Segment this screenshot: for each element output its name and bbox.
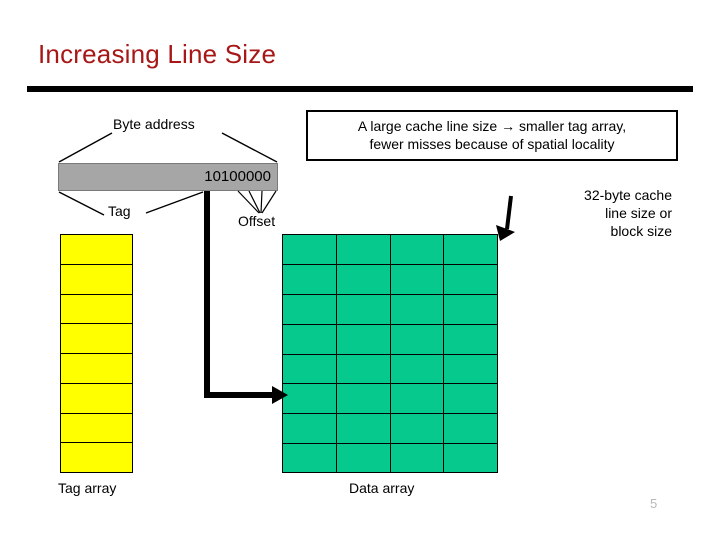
data-array-cell [282,323,336,354]
data-array-cell [335,413,390,444]
line-size-arrow-shaft-upper [505,195,513,230]
data-array-row [282,353,498,384]
tag-array-cell [60,293,133,324]
tag-array-cell [60,442,133,473]
data-array-row [282,413,498,444]
data-array-cell [443,353,498,384]
data-array-cell [282,353,336,384]
data-array-cell [282,234,336,264]
byte-address-leader-left [58,132,113,163]
tag-field-label: Tag [108,203,131,219]
data-array-cell [389,293,444,324]
data-array-cell [335,383,390,414]
tag-array-cell [60,323,133,353]
data-array-row [282,293,498,324]
data-array-cell [335,293,390,324]
data-array-cell [443,293,498,324]
byte-address-leader-right [221,132,278,163]
page-number: 5 [650,496,658,511]
data-array-cell [282,293,336,324]
address-bits-value: 10100000 [204,168,271,185]
data-array-cell [443,234,498,264]
tag-array-cell [60,412,133,443]
data-array-cell [389,353,444,384]
offset-leader-1 [237,190,260,214]
callout-box: A large cache line size → smaller tag ar… [306,110,678,161]
line-size-arrow-stub [506,196,508,228]
tag-array-label: Tag array [58,480,117,496]
data-array-cell [443,443,498,473]
data-array-row [282,263,498,294]
offset-leader-3 [260,190,263,214]
byte-address-bar: 10100000 [58,163,278,191]
tag-leader-left [58,191,105,216]
data-array-cell [282,263,336,294]
data-array-cell [282,383,336,414]
data-array-cell [389,263,444,294]
data-array-label: Data array [349,480,415,496]
tag-array-cell [60,263,133,294]
tag-array-cell [60,353,133,383]
line-size-annotation: 32-byte cache line size or block size [512,186,672,240]
data-array-cell [443,383,498,414]
line-size-annotation-line-1: 32-byte cache [584,187,672,203]
data-array-cell [389,443,444,473]
data-array-row [282,443,498,473]
data-array-cell [443,413,498,444]
tag-array-cell [60,382,133,413]
offset-field-label: Offset [238,213,276,229]
page-title: Increasing Line Size [38,39,277,69]
data-array-grid [282,234,498,473]
data-array-cell [282,443,336,473]
data-array-cell [389,234,444,264]
title-divider [27,86,693,92]
data-array-row [282,323,498,354]
tag-leader-right [145,191,204,214]
line-size-annotation-line-3: block size [610,223,672,239]
data-array-cell [335,234,390,264]
byte-address-label: Byte address [113,116,195,132]
data-array-cell [335,263,390,294]
offset-leader-2 [248,190,261,214]
data-array-row [282,234,498,264]
data-array-row [282,383,498,414]
data-array-cell [443,323,498,354]
offset-leader-4 [261,190,277,214]
data-array-cell [443,263,498,294]
tag-array-cell [60,234,133,264]
tag-array-grid [60,234,133,473]
line-size-annotation-line-2: line size or [605,205,672,221]
data-array-cell [335,323,390,354]
callout-line-1: A large cache line size → smaller tag ar… [357,118,627,134]
data-array-cell [389,413,444,444]
data-array-cell [282,413,336,444]
data-array-cell [389,323,444,354]
data-array-cell [389,383,444,414]
data-array-cell [335,443,390,473]
data-array-cell [335,353,390,384]
callout-line-2: fewer misses because of spatial locality [369,136,615,152]
